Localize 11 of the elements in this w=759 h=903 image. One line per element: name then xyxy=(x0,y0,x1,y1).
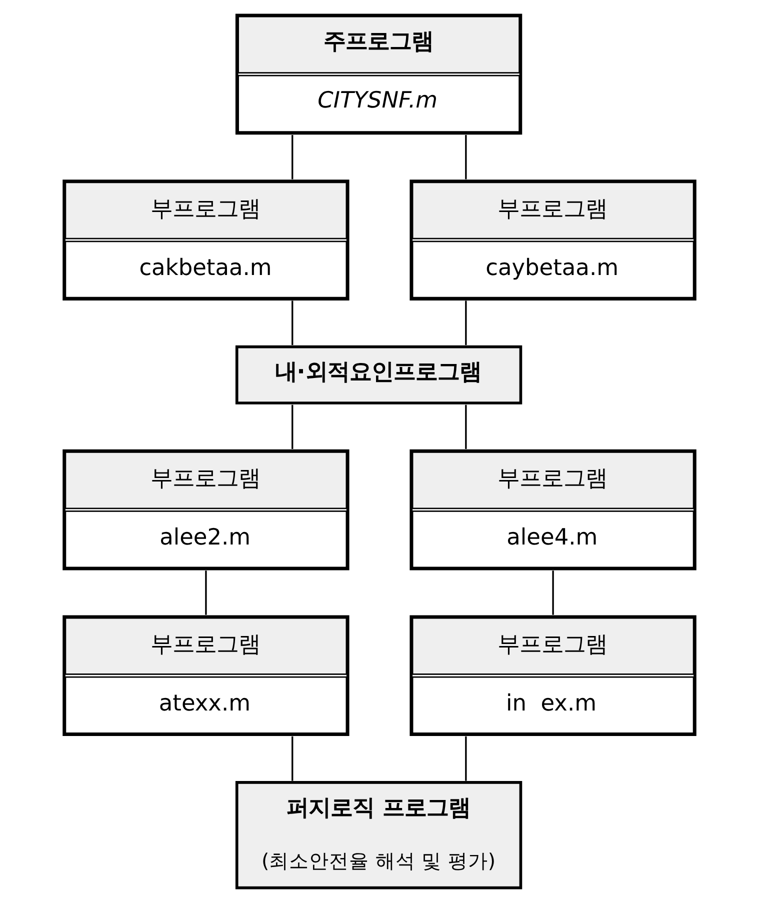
connector xyxy=(465,404,467,449)
connector xyxy=(465,736,467,781)
connector xyxy=(292,404,294,449)
connector xyxy=(552,570,554,615)
connector xyxy=(292,135,294,180)
connector xyxy=(465,300,467,346)
connector xyxy=(292,736,294,781)
connector xyxy=(205,570,207,615)
connector xyxy=(292,300,294,346)
node-box: 내·외적요인프로그램 xyxy=(235,345,522,404)
connector xyxy=(465,135,467,180)
